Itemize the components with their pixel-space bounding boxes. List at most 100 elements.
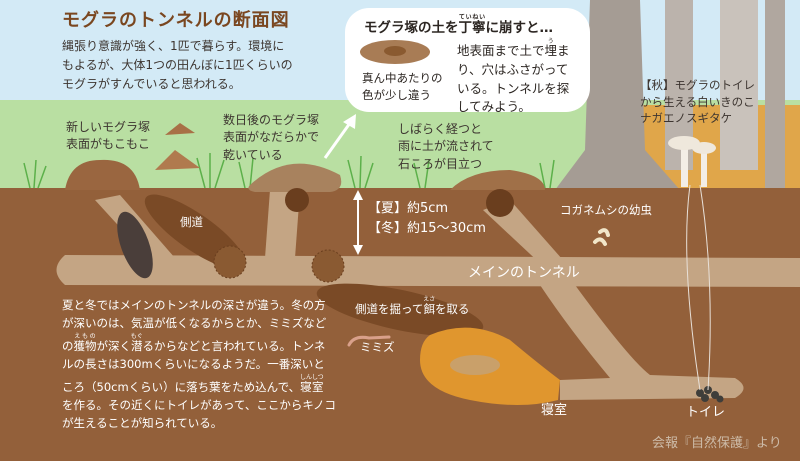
mound-center [384, 46, 406, 56]
label-line: 表面がもこもこ [66, 137, 151, 152]
soil-plug [486, 189, 514, 217]
mole [117, 211, 153, 279]
text: に崩すと… [485, 20, 554, 36]
label-line: 新しいモグラ塚 [66, 120, 151, 134]
ruby: 獲物えもの [73, 333, 97, 353]
callout-line: いる。トンネルを探 [457, 80, 570, 96]
paragraph-line: ころ（50cmくらい）に落ち葉をため込んで、寝室しんしつ [62, 374, 336, 396]
paragraph-line: 夏と冬ではメインのトンネルの深さが違う。冬の方 [62, 298, 326, 312]
side-tunnel-opening [213, 245, 247, 279]
ruby: 餌えさ [423, 296, 436, 316]
furigana: えもの [73, 332, 97, 340]
tree-trunk [720, 0, 758, 170]
text: るからなどと言われている。トンネ [142, 338, 326, 353]
label-side-tunnel: 側道 [180, 215, 203, 229]
text: が深く [96, 338, 132, 353]
callout-bubble [345, 8, 590, 112]
source-credit: 会報『自然保護』より [652, 436, 782, 451]
ruby: 寝室しんしつ [299, 374, 324, 394]
label-earthworm: ミミズ [360, 340, 395, 354]
label-days-later: 数日後のモグラ塚 表面がなだらかで 乾いている [223, 112, 319, 164]
ruby: 丁寧ていねい [458, 14, 486, 36]
grass-tufts [23, 153, 555, 189]
depth-arrow [353, 190, 363, 255]
intro-line: もよるが、大体1つの田んぼに1匹くらいの [62, 58, 293, 73]
intro-line: 縄張り意識が強く、1匹で暮らす。環境に [62, 39, 285, 53]
text: 埋 [544, 43, 558, 58]
text: 地表面まで土で [457, 43, 545, 58]
depth-summer: 【夏】約5cm [368, 201, 449, 216]
callout-line: 地表面まで土で埋うま [457, 38, 570, 61]
dry-mole-hill [248, 163, 342, 192]
callout-caption: 真ん中あたりの 色が少し違う [362, 70, 443, 103]
ruby: 埋う [544, 38, 558, 58]
side-tunnel-feeding [316, 283, 484, 337]
furigana: う [544, 38, 558, 45]
branch-tunnel [483, 200, 570, 268]
tree-trunk [765, 0, 785, 190]
callout-arrow [323, 114, 356, 159]
text: 側道を掘って [355, 302, 424, 316]
droppings [696, 386, 724, 403]
text: 丁寧 [458, 20, 486, 36]
callout-title: モグラ塚の土を丁寧ていねいに崩すと… [364, 14, 553, 39]
furigana: えさ [423, 296, 436, 303]
main-tunnel [56, 255, 800, 287]
label-line: 乾いている [223, 147, 283, 162]
label-line: しばらく経つと [398, 122, 483, 136]
callout-line: してみよう。 [457, 99, 531, 115]
text: ころ（50cmくらい）に落ち葉をため込んで、 [62, 379, 301, 394]
lower-tunnel [540, 285, 744, 400]
paragraph-line: が深いのは、気温が低くなるからとか、ミミズなど [62, 316, 327, 331]
distant-mound [165, 123, 195, 135]
text: モグラ塚の土を [364, 20, 459, 36]
label-line: 石ころが目立つ [398, 156, 483, 171]
paragraph-line: ルの長さは300mくらいになるようだ。一番深いと [62, 357, 325, 372]
explanation-paragraph: 夏と冬ではメインのトンネルの深さが違う。冬の方 が深いのは、気温が低くなるからと… [62, 296, 336, 433]
mushroom-roots [686, 184, 711, 391]
earthworm-icon [347, 335, 391, 347]
label-line: 数日後のモグラ塚 [223, 113, 320, 127]
label-side-feeding: 側道を掘って餌えさを取る [355, 296, 469, 318]
text: の [62, 338, 74, 353]
grub-icon [598, 228, 610, 237]
caption-line: 真ん中あたりの [362, 71, 443, 85]
intro-line: モグラがすんでいると思われる。 [62, 77, 241, 92]
label-main-tunnel: メインのトンネル [468, 265, 580, 281]
text: を取る [434, 302, 470, 316]
label-line: 【秋】モグラのトイレ [640, 78, 755, 92]
label-bedroom: 寝室 [541, 403, 568, 418]
tree-trunk [555, 0, 680, 190]
label-line: から生える白いきのこ [640, 94, 755, 109]
new-mole-hill [65, 159, 140, 190]
callout-text: 地表面まで土で埋うま り、穴はふさがって いる。トンネルを探 してみよう。 [457, 38, 570, 117]
mushroom-icon [668, 136, 716, 187]
grub-icon [593, 237, 607, 246]
text: 獲物 [73, 338, 97, 353]
furigana: しんしつ [299, 373, 324, 381]
text: 寝室 [299, 379, 324, 394]
label-after-while: しばらく経つと 雨に土が流されて 石ころが目立つ [398, 121, 494, 173]
paragraph-line: が生えることが知られている。 [62, 416, 223, 431]
page-title: モグラのトンネルの断面図 [62, 10, 290, 31]
intro-text: 縄張り意識が強く、1匹で暮らす。環境に もよるが、大体1つの田んぼに1匹くらいの… [62, 37, 293, 95]
label-new-mound: 新しいモグラ塚 表面がもこもこ [66, 119, 150, 154]
label-line: 雨に土が流されて [398, 139, 494, 154]
label-line: 表面がなだらかで [223, 130, 320, 145]
depth-winter: 【冬】約15〜30cm [368, 221, 486, 236]
soil-plug [285, 188, 309, 212]
distant-mound [155, 150, 200, 170]
paragraph-line: の獲物えものが深く潜もぐるからなどと言われている。トンネ [62, 333, 336, 355]
paragraph-line: を作る。その近くにトイレがあって、ここからキノコ [62, 397, 337, 412]
label-line: ナガエノスギタケ [640, 111, 732, 126]
text: 餌 [423, 302, 436, 316]
text: ま [557, 43, 570, 58]
old-mole-hill [450, 170, 545, 190]
label-autumn-mushroom: 【秋】モグラのトイレ から生える白いきのこ ナガエノスギタケ [640, 77, 755, 127]
callout-line: り、穴はふさがって [457, 61, 569, 77]
side-tunnel-opening [311, 249, 345, 283]
label-toilet: トイレ [686, 405, 726, 420]
caption-line: 色が少し違う [362, 87, 431, 102]
bedroom-hollow [450, 355, 500, 375]
